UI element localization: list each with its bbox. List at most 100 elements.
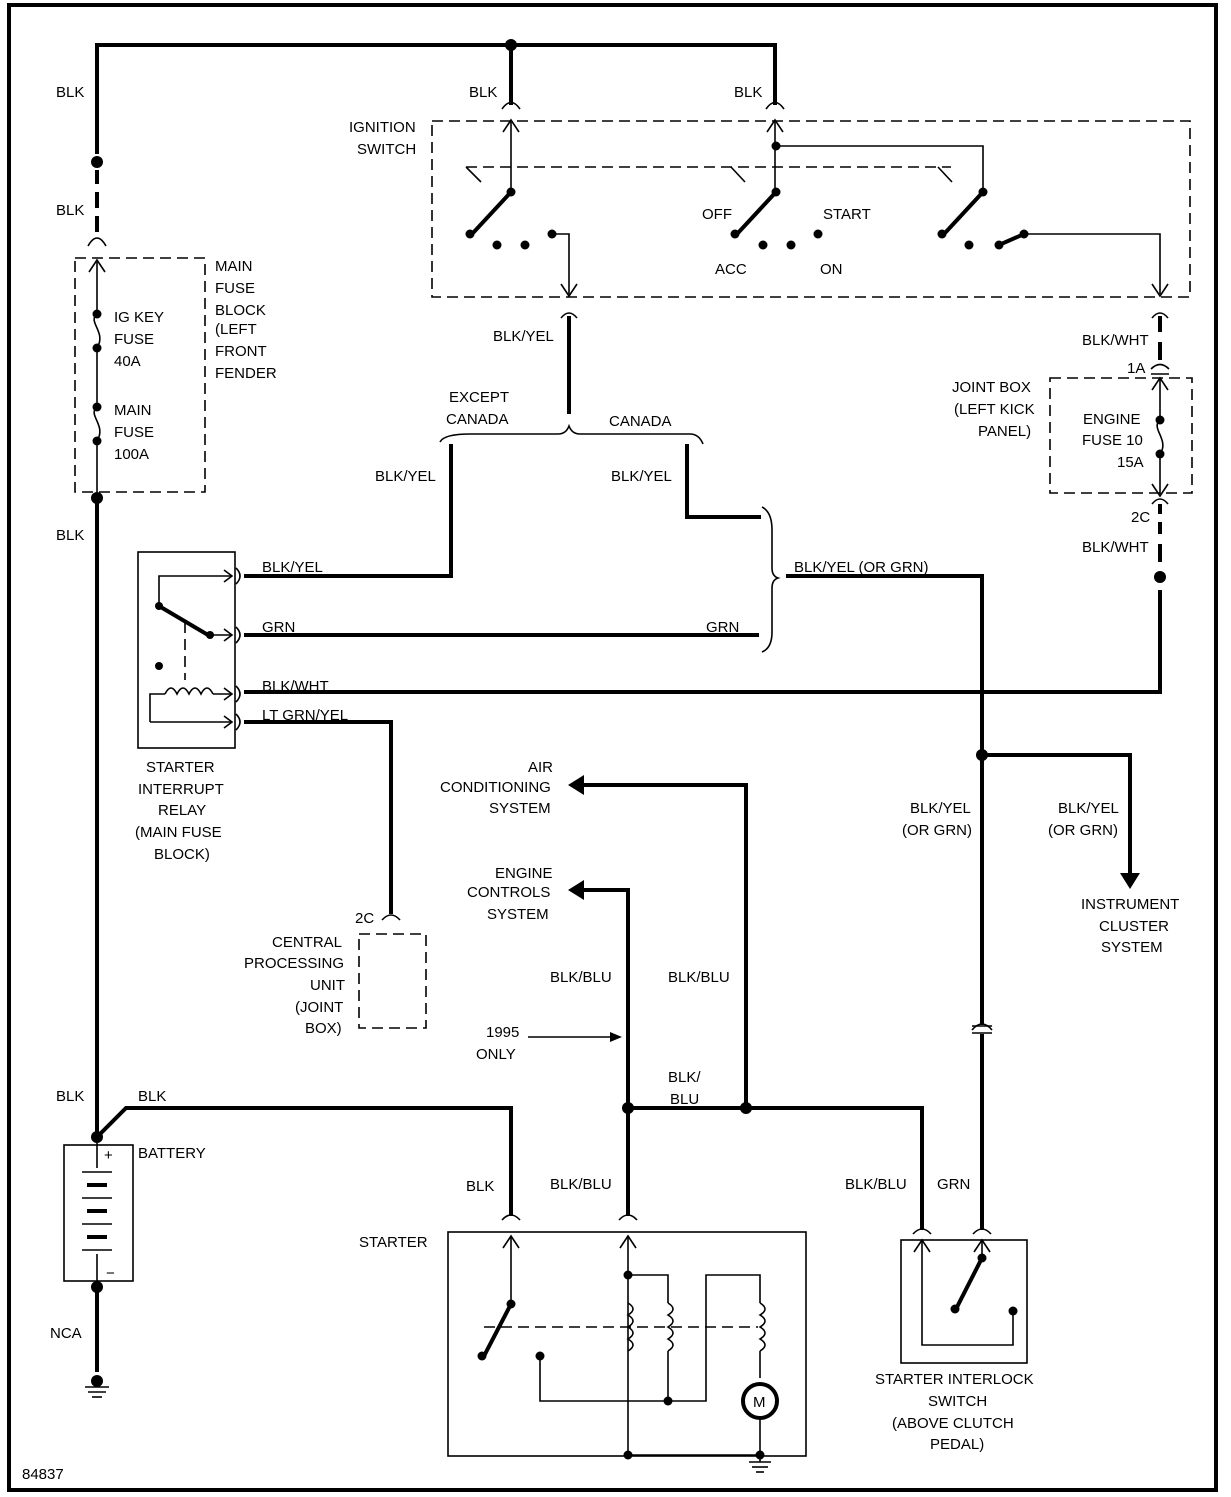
blk-blu-bus <box>622 1102 924 1230</box>
blk-yel-or-grn-wire <box>786 574 984 1025</box>
wire-label-blk-yel-relay: BLK/YEL <box>262 559 323 576</box>
svg-text:PANEL): PANEL) <box>978 423 1031 440</box>
ignition-output-wire <box>244 312 761 578</box>
svg-text:BOX): BOX) <box>305 1020 342 1037</box>
joint-box-label: JOINT BOX (LEFT KICK PANEL) <box>952 379 1035 440</box>
svg-text:JOINT BOX: JOINT BOX <box>952 379 1031 396</box>
svg-text:(OR GRN): (OR GRN) <box>902 822 972 839</box>
wire-label-blk-blu-mid: BLK/ BLU <box>668 1069 701 1108</box>
svg-text:FENDER: FENDER <box>215 365 277 382</box>
svg-text:INSTRUMENT: INSTRUMENT <box>1081 896 1179 913</box>
wire-label-blk-blu-starter: BLK/BLU <box>550 1176 612 1193</box>
svg-text:SWITCH: SWITCH <box>928 1393 987 1410</box>
svg-text:(LEFT: (LEFT <box>215 321 257 338</box>
engine-controls-label: ENGINE CONTROLS SYSTEM <box>467 865 553 923</box>
svg-text:IGNITION: IGNITION <box>349 119 416 136</box>
svg-text:MAIN: MAIN <box>215 258 253 275</box>
svg-text:ENGINE: ENGINE <box>495 865 553 882</box>
svg-text:SYSTEM: SYSTEM <box>487 906 549 923</box>
battery-label: BATTERY <box>138 1145 206 1162</box>
central-processing-unit-label: CENTRAL PROCESSING UNIT (JOINT BOX) <box>244 934 345 1037</box>
except-canada-label: EXCEPT CANADA <box>446 389 509 428</box>
wire-label-blk-blu-right: BLK/BLU <box>668 969 730 986</box>
svg-text:IG KEY: IG KEY <box>114 309 164 326</box>
main-fuse-block-label: MAIN FUSE BLOCK (LEFT FRONT FENDER <box>215 258 277 382</box>
starter-ground-icon <box>749 1455 771 1473</box>
wire-label-blk-yel-or-grn-right: BLK/YEL (OR GRN) <box>1048 800 1119 839</box>
wire-label-blk-switch-b: BLK <box>734 84 762 101</box>
wire-label-blk-yel-or-grn-top: BLK/YEL (OR GRN) <box>794 559 928 576</box>
svg-text:BLK/: BLK/ <box>668 1069 701 1086</box>
svg-text:PEDAL): PEDAL) <box>930 1436 984 1453</box>
svg-text:ENGINE: ENGINE <box>1083 411 1141 428</box>
wire-label-blk-wht-bottom: BLK/WHT <box>1082 539 1149 556</box>
svg-text:UNIT: UNIT <box>310 977 345 994</box>
battery-feed-wire <box>91 492 103 1139</box>
battery-plus: + <box>104 1147 113 1164</box>
starter-interrupt-relay <box>137 551 759 749</box>
wire-label-blk-wht-top: BLK/WHT <box>1082 332 1149 349</box>
wire-label-blk-wht-relay: BLK/WHT <box>262 678 329 695</box>
svg-text:15A: 15A <box>1117 454 1144 471</box>
svg-text:BLK/YEL: BLK/YEL <box>910 800 971 817</box>
only-1995-note: 1995 ONLY <box>476 1024 622 1063</box>
starter-label: STARTER <box>359 1234 428 1251</box>
svg-text:100A: 100A <box>114 446 149 463</box>
svg-text:ONLY: ONLY <box>476 1046 516 1063</box>
svg-text:SYSTEM: SYSTEM <box>489 800 551 817</box>
svg-text:FUSE: FUSE <box>215 280 255 297</box>
svg-text:CLUSTER: CLUSTER <box>1099 918 1169 935</box>
ig-key-fuse-label: IG KEY FUSE 40A <box>114 309 164 370</box>
svg-text:(ABOVE CLUTCH: (ABOVE CLUTCH <box>892 1415 1014 1432</box>
wire-label-nca: NCA <box>50 1325 82 1342</box>
ignition-switch-label: IGNITION SWITCH <box>349 119 416 158</box>
battery-minus: − <box>106 1265 115 1282</box>
svg-text:BLOCK: BLOCK <box>215 302 266 319</box>
svg-text:FUSE 10: FUSE 10 <box>1082 432 1143 449</box>
motor-icon: M <box>753 1394 766 1411</box>
wire-label-blk-blu-left: BLK/BLU <box>550 969 612 986</box>
svg-text:(OR GRN): (OR GRN) <box>1048 822 1118 839</box>
wire-label-blk-switch-a: BLK <box>469 84 497 101</box>
switch-position-on: ON <box>820 261 843 278</box>
main-fuse-label: MAIN FUSE 100A <box>114 402 154 463</box>
svg-text:SYSTEM: SYSTEM <box>1101 939 1163 956</box>
svg-text:BLK/YEL: BLK/YEL <box>1058 800 1119 817</box>
wire-label-grn-right: GRN <box>706 619 739 636</box>
main-fuse-block <box>74 257 206 493</box>
engine-fuse-label: ENGINE FUSE 10 15A <box>1082 411 1144 471</box>
svg-text:CONDITIONING: CONDITIONING <box>440 779 551 796</box>
switch-position-off: OFF <box>702 206 732 223</box>
central-processing-unit <box>244 720 427 1029</box>
svg-text:(MAIN FUSE: (MAIN FUSE <box>135 824 222 841</box>
svg-text:FUSE: FUSE <box>114 331 154 348</box>
wire-label-blk-below-fuse: BLK <box>56 527 84 544</box>
diagram-frame <box>7 3 1218 1492</box>
svg-text:(JOINT: (JOINT <box>295 999 343 1016</box>
engine-controls-branch <box>568 880 630 1110</box>
svg-text:SWITCH: SWITCH <box>357 141 416 158</box>
connector-2c-cpu: 2C <box>355 910 374 927</box>
figure-id: 84837 <box>22 1466 64 1483</box>
wire-label-blk-yel-switch-out: BLK/YEL <box>493 328 554 345</box>
svg-text:STARTER: STARTER <box>146 759 215 776</box>
switch-position-acc: ACC <box>715 261 747 278</box>
wire-label-blk-yel-except: BLK/YEL <box>375 468 436 485</box>
battery <box>63 1106 513 1372</box>
ground-icon <box>85 1375 109 1398</box>
air-conditioning-label: AIR CONDITIONING SYSTEM <box>440 759 553 817</box>
svg-text:1995: 1995 <box>486 1024 519 1041</box>
wire-label-blk-battery-top: BLK <box>138 1088 166 1105</box>
svg-text:STARTER INTERLOCK: STARTER INTERLOCK <box>875 1371 1034 1388</box>
starter <box>447 1214 807 1460</box>
wire-label-blk-yel-canada: BLK/YEL <box>611 468 672 485</box>
wire-label-grn-interlock: GRN <box>937 1176 970 1193</box>
switch-position-start: START <box>823 206 871 223</box>
canada-label: CANADA <box>609 413 672 430</box>
air-conditioning-branch <box>568 775 748 1110</box>
svg-text:FRONT: FRONT <box>215 343 267 360</box>
instrument-cluster-branch <box>971 749 1140 1230</box>
svg-text:40A: 40A <box>114 353 141 370</box>
svg-text:AIR: AIR <box>528 759 553 776</box>
svg-text:FUSE: FUSE <box>114 424 154 441</box>
